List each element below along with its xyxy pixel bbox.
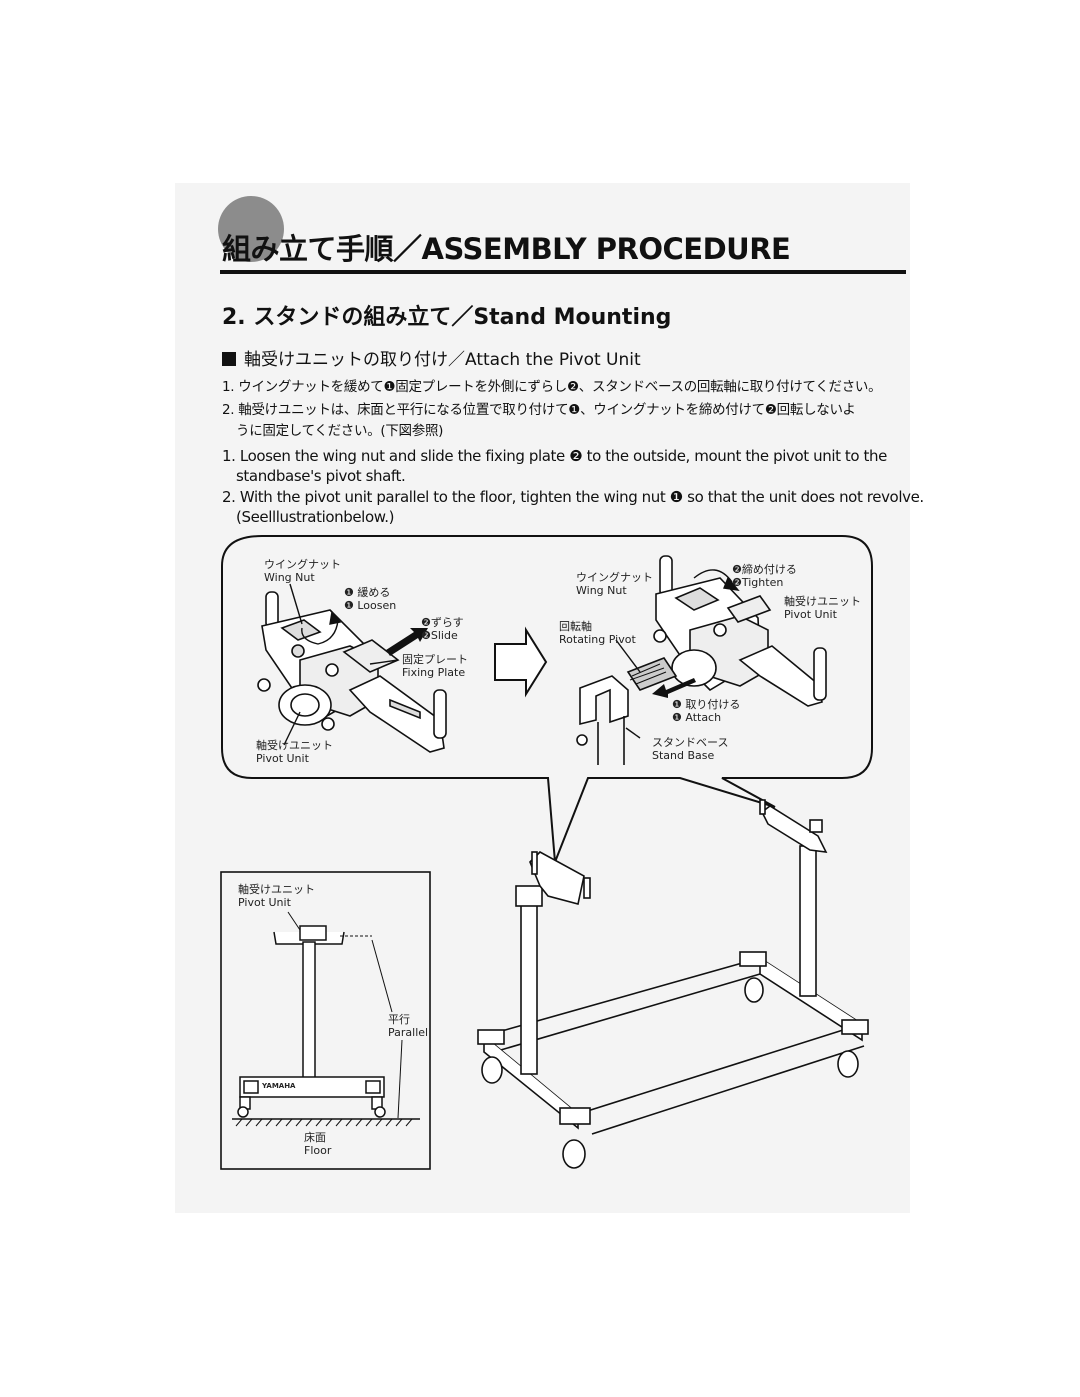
label-pivot-unit-en-right: Pivot Unit	[784, 608, 837, 621]
label-pivot-unit-en-left: Pivot Unit	[256, 752, 309, 765]
label-attach-en: ❶ Attach	[672, 711, 722, 724]
section-heading: 2. スタンドの組み立て／Stand Mounting	[222, 305, 672, 330]
subsection-heading: 軸受けユニットの取り付け／Attach the Pivot Unit	[222, 345, 641, 370]
stand-drawing	[477, 799, 869, 1169]
instruction-jp-1: 1. ウイングナットを緩めて❶固定プレートを外側にずらし❷、スタンドベースの回転…	[222, 379, 882, 395]
instruction-jp-2-cont: うに固定してください。(下図参照)	[236, 423, 444, 439]
instruction-en-1: 1. Loosen the wing nut and slide the fix…	[222, 447, 887, 465]
label-wing-nut-jp-left: ウイングナット	[264, 558, 341, 571]
side-view-drawing	[237, 925, 386, 1118]
instruction-jp-2: 2. 軸受けユニットは、床面と平行になる位置で取り付けて❶、ウイングナットを締め…	[222, 402, 856, 418]
left-pivot-unit-drawing	[257, 591, 447, 753]
label-floor-jp: 床面	[304, 1131, 326, 1144]
instruction-en-2-cont: (Seelllustrationbelow.)	[236, 508, 395, 526]
label-rotating-pivot-jp: 回転軸	[559, 620, 592, 633]
slide-arrow-icon	[386, 628, 428, 656]
label-loosen-en: ❶ Loosen	[344, 599, 397, 612]
label-stand-base-en: Stand Base	[652, 749, 715, 762]
floor-hatch	[232, 911, 420, 1127]
label-fixing-plate-jp: 固定プレート	[402, 653, 468, 666]
label-wing-nut-en-right: Wing Nut	[576, 584, 627, 597]
label-pivot-unit-jp-right: 軸受けユニット	[784, 595, 861, 608]
label-loosen-jp: ❶ 緩める	[344, 586, 391, 599]
side-view-frame	[220, 871, 431, 1170]
label-tighten-jp: ❷締め付ける	[732, 563, 797, 576]
right-pivot-unit-drawing	[576, 555, 827, 765]
callout-bubble	[221, 535, 873, 863]
title-rule	[220, 270, 906, 274]
label-parallel-en: Parallel	[388, 1026, 429, 1039]
label-parallel-jp: 平行	[388, 1013, 410, 1026]
label-tighten-en: ❷Tighten	[732, 576, 784, 589]
subsection-text: 軸受けユニットの取り付け／Attach the Pivot Unit	[244, 350, 641, 370]
label-stand-base-jp: スタンドベース	[652, 736, 729, 749]
label-attach-jp: ❶ 取り付ける	[672, 698, 741, 711]
instruction-en-2: 2. With the pivot unit parallel to the f…	[222, 488, 924, 506]
square-bullet-icon	[222, 352, 236, 366]
label-wing-nut-jp-right: ウイングナット	[576, 571, 653, 584]
right-arrow-icon	[494, 626, 548, 698]
label-pivot-unit-jp-side: 軸受けユニット	[238, 883, 315, 896]
label-rotating-pivot-en: Rotating Pivot	[559, 633, 636, 646]
instruction-en-1-cont: standbase's pivot shaft.	[236, 467, 406, 485]
label-wing-nut-en-left: Wing Nut	[264, 571, 315, 584]
yamaha-brand-mark: YAMAHA	[262, 1082, 296, 1090]
label-pivot-unit-en-side: Pivot Unit	[238, 896, 291, 909]
loosen-arrow	[301, 619, 339, 645]
label-slide-en: ❷Slide	[421, 629, 458, 642]
attach-arrow-icon	[652, 678, 696, 698]
page-title: 組み立て手順／ASSEMBLY PROCEDURE	[222, 232, 791, 266]
label-fixing-plate-en: Fixing Plate	[402, 666, 466, 679]
title-decoration-circle	[218, 196, 284, 262]
label-pivot-unit-jp-left: 軸受けユニット	[256, 739, 333, 752]
label-slide-jp: ❷ずらす	[421, 616, 464, 629]
label-floor-en: Floor	[304, 1144, 332, 1157]
